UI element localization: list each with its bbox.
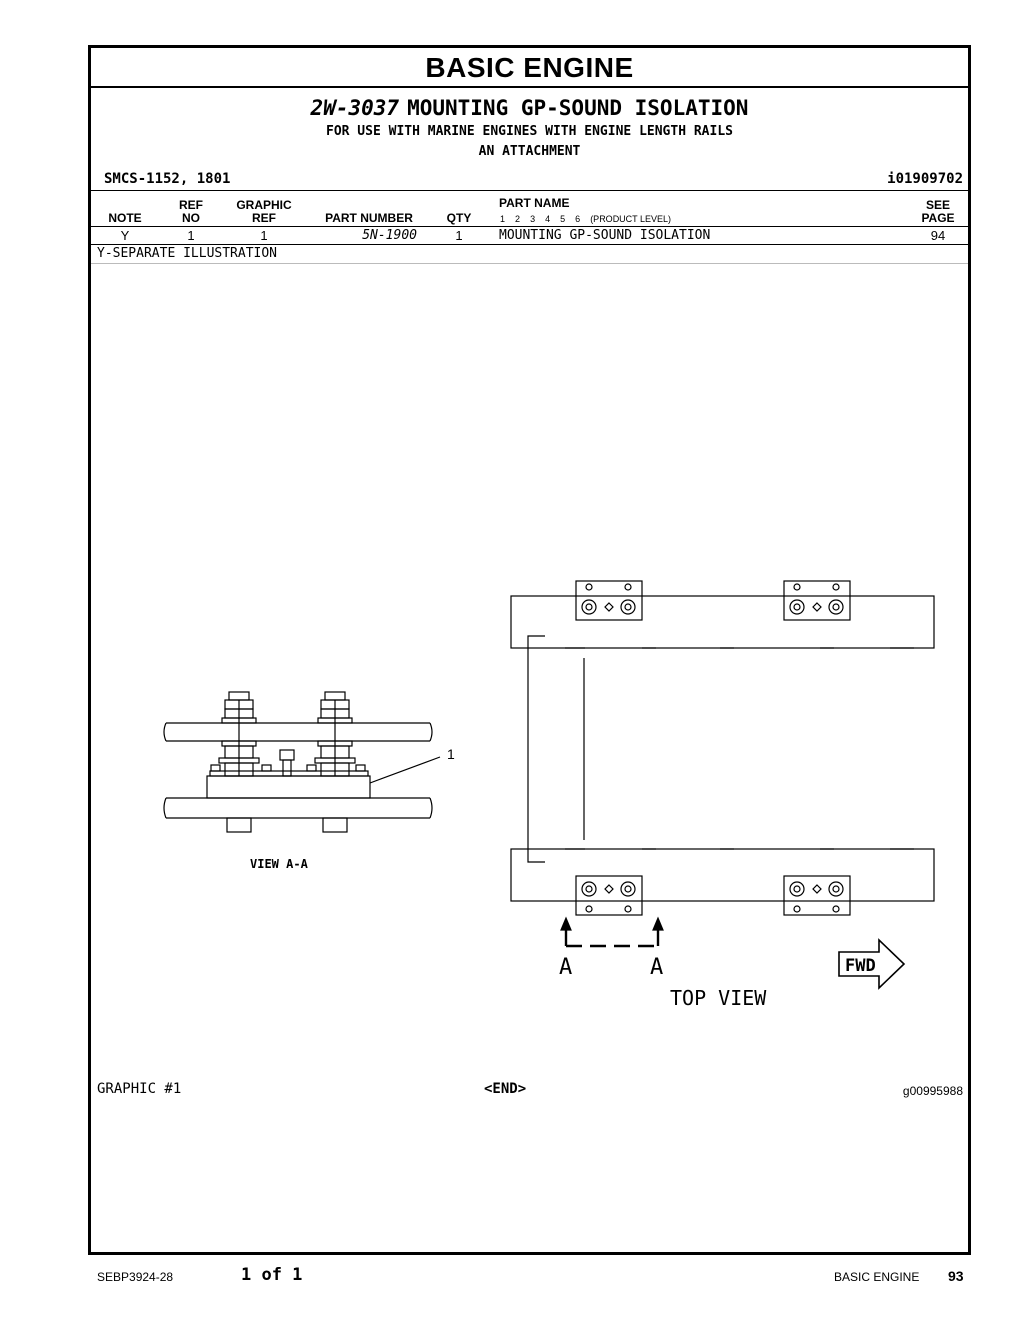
fwd-label: FWD [845, 956, 876, 976]
col-header-part-name: PART NAME [499, 196, 570, 210]
graphic-id: g00995988 [902, 1084, 963, 1098]
subtitle-line-2: AN ATTACHMENT [478, 144, 581, 159]
cell-graphic-ref: 1 [260, 228, 268, 243]
product-level-1: 1 [500, 214, 506, 224]
section-a-left-label: A [559, 955, 572, 980]
top-view-label: TOP VIEW [670, 986, 767, 1010]
col-header-see-top: SEE [925, 198, 950, 212]
product-level-2: 2 [515, 214, 521, 224]
table-header-rule [91, 226, 968, 227]
col-header-qty: QTY [446, 211, 472, 225]
cell-part-number: 5N-1900 [362, 228, 417, 243]
section-divider [91, 86, 968, 88]
mount-pad-front-right [783, 580, 851, 621]
col-header-see-bottom: PAGE [921, 211, 955, 225]
product-level-scale: 1 2 3 4 5 6 (PRODUCT LEVEL) [500, 214, 671, 224]
mount-pad-rear-left [575, 875, 643, 916]
top-view-drawing [510, 580, 935, 990]
col-header-graphic-bottom: REF [252, 211, 276, 225]
page-number: 93 [948, 1268, 964, 1284]
graphic-label: GRAPHIC #1 [97, 1081, 182, 1097]
callout-1: 1 [447, 746, 455, 762]
cell-part-name: MOUNTING GP-SOUND ISOLATION [499, 228, 711, 243]
smcs-code: SMCS-1152, 1801 [104, 171, 231, 187]
product-level-3: 3 [530, 214, 536, 224]
footer-section: BASIC ENGINE [834, 1270, 920, 1284]
table-top-rule [91, 190, 968, 191]
cell-see-page: 94 [930, 228, 946, 243]
mount-pad-rear-right [783, 875, 851, 916]
document-identifier: i01909702 [887, 171, 963, 187]
mount-pad-front-left [575, 580, 643, 621]
subtitle-line-1: FOR USE WITH MARINE ENGINES WITH ENGINE … [326, 124, 733, 139]
table-footnote: Y-SEPARATE ILLUSTRATION [97, 246, 278, 261]
col-header-note: NOTE [108, 211, 142, 225]
cell-ref-no: 1 [187, 228, 195, 243]
col-header-part-number: PART NUMBER [325, 211, 413, 225]
col-header-ref-top: REF [179, 198, 203, 212]
footnote-rule [91, 263, 968, 264]
section-a-right-label: A [650, 955, 663, 980]
group-part-number: 2W-3037 [310, 96, 400, 120]
section-line-aa [564, 926, 660, 948]
page-of: 1 of 1 [241, 1265, 303, 1285]
end-marker: <END> [484, 1081, 527, 1097]
product-level-4: 4 [545, 214, 551, 224]
product-level-label: (PRODUCT LEVEL) [590, 214, 672, 224]
cell-note: Y [120, 228, 130, 243]
section-title: BASIC ENGINE [425, 52, 634, 83]
fwd-arrow-icon [838, 938, 906, 990]
table-row-rule [91, 244, 968, 245]
product-level-6: 6 [575, 214, 581, 224]
group-title: MOUNTING GP-SOUND ISOLATION [407, 96, 749, 120]
page-title: 2W-3037 MOUNTING GP-SOUND ISOLATION [91, 96, 968, 120]
view-aa-label: VIEW A-A [250, 857, 309, 871]
view-aa-drawing [163, 691, 441, 833]
col-header-graphic-top: GRAPHIC [236, 198, 292, 212]
product-level-5: 5 [560, 214, 566, 224]
cell-qty: 1 [455, 228, 463, 243]
doc-number: SEBP3924-28 [97, 1270, 174, 1284]
col-header-ref-bottom: NO [182, 211, 200, 225]
